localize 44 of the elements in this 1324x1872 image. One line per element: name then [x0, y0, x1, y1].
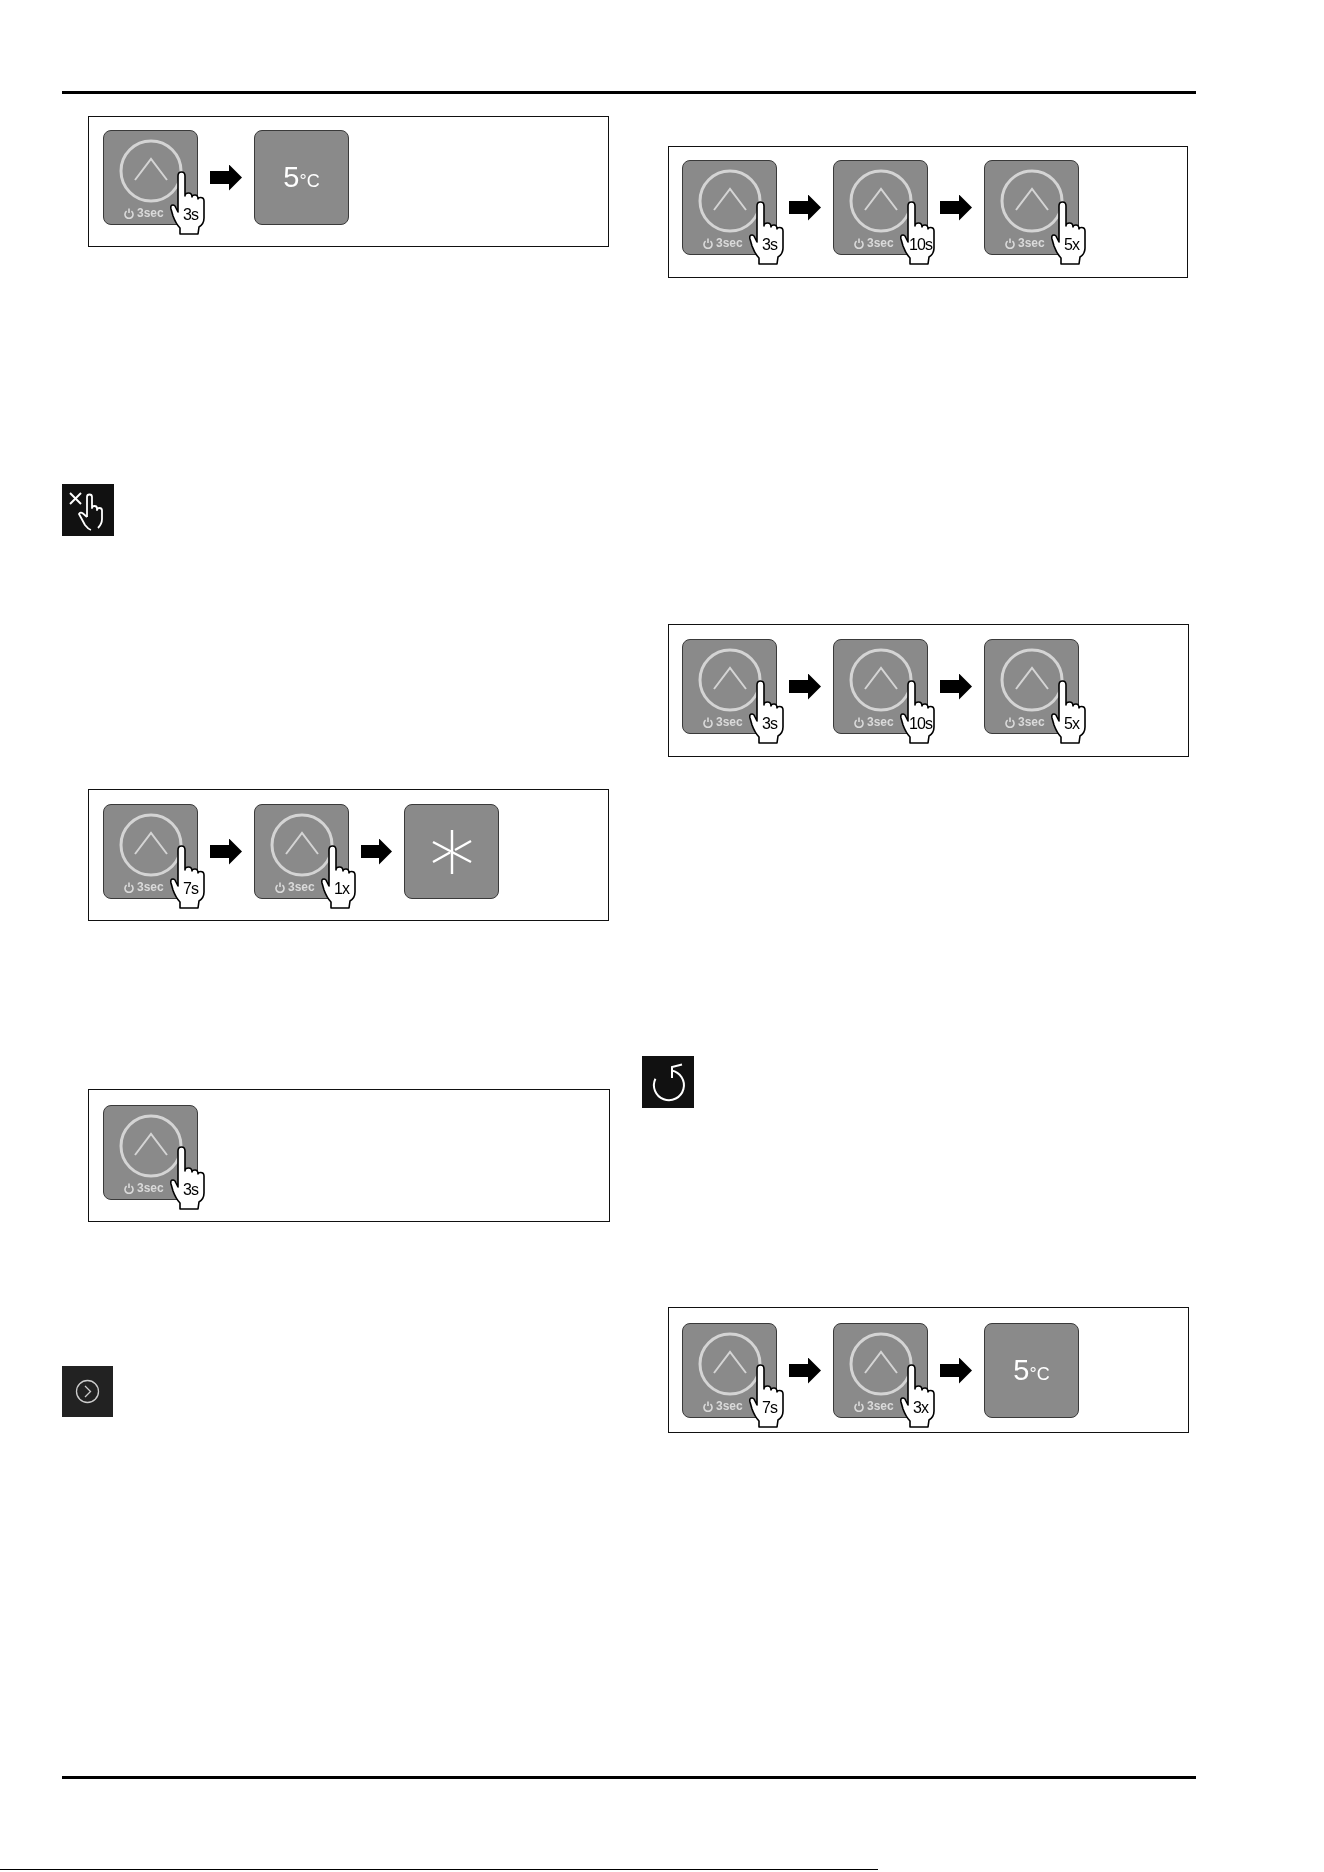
figure-frame: [88, 789, 609, 921]
arrow: [210, 164, 242, 191]
press-label: 5x: [1064, 715, 1079, 733]
key-label: 3sec: [137, 1181, 164, 1195]
temperature-readout: 5°C: [283, 160, 320, 195]
key-label: 3sec: [137, 880, 164, 894]
key-label: 3sec: [288, 880, 315, 894]
press-label: 5x: [1064, 236, 1079, 254]
key-label: 3sec: [867, 1399, 894, 1413]
press-label: 10s: [909, 715, 932, 733]
key-label: 3sec: [1018, 236, 1045, 250]
press-label: 1x: [334, 880, 349, 898]
key-label: 3sec: [1018, 715, 1045, 729]
press-label: 7s: [183, 880, 198, 898]
temperature-readout: 5°C: [1013, 1353, 1050, 1388]
key-label: 3sec: [716, 715, 743, 729]
press-label: 3s: [183, 1181, 198, 1199]
arrow: [940, 1357, 972, 1384]
figure-frame: [668, 1307, 1189, 1433]
key-label: 3sec: [137, 206, 164, 220]
press-label: 3s: [183, 206, 198, 224]
key-label: 3sec: [716, 236, 743, 250]
arrow: [789, 1357, 821, 1384]
key-label: 3sec: [867, 236, 894, 250]
arrow: [361, 838, 392, 865]
key-label: 3sec: [867, 715, 894, 729]
display-tile: [254, 130, 349, 225]
figure-frame: [668, 146, 1188, 278]
display-tile: [404, 804, 499, 899]
press-label: 3s: [762, 236, 777, 254]
figure-frame: [88, 1089, 610, 1222]
key-label: 3sec: [716, 1399, 743, 1413]
figure-frame: [668, 624, 1189, 757]
display-tile: [984, 1323, 1079, 1418]
arrow: [210, 838, 242, 865]
arrow: [940, 194, 972, 221]
press-label: 3x: [913, 1399, 928, 1417]
arrow: [789, 194, 821, 221]
press-label: 3s: [762, 715, 777, 733]
press-label: 10s: [909, 236, 932, 254]
figure-frame: [88, 116, 609, 247]
arrow: [789, 673, 821, 700]
arrow: [940, 673, 972, 700]
press-label: 7s: [762, 1399, 777, 1417]
